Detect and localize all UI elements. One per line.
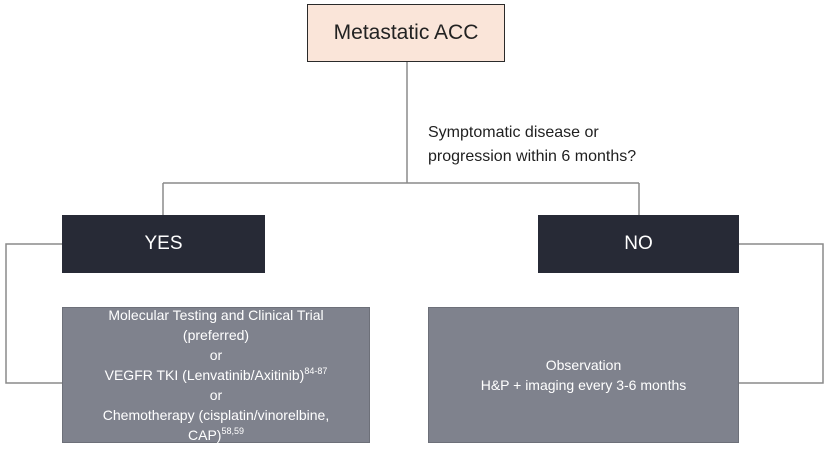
yes-outcome-line-6: Chemotherapy (cisplatin/vinorelbine,	[102, 407, 330, 423]
no-node: NO	[538, 215, 739, 273]
no-outcome-line-2: H&P + imaging every 3-6 months	[480, 377, 687, 393]
no-loop-line	[739, 243, 824, 384]
yes-outcome-line-2: (preferred)	[182, 327, 250, 343]
yes-outcome-line-7-text: CAP)	[188, 427, 222, 443]
yes-outcome-line-1: Molecular Testing and Clinical Trial	[108, 307, 324, 323]
root-node: Metastatic ACC	[307, 4, 505, 62]
yes-outcome-box: Molecular Testing and Clinical Trial (pr…	[62, 307, 370, 443]
yes-outcome-line-3: or	[209, 347, 223, 363]
decision-line-1: Symptomatic disease or	[428, 124, 599, 141]
yes-outcome-line-4-ref: 84-87	[304, 366, 328, 376]
decision-line-2: progression within 6 months?	[428, 148, 637, 165]
no-label: NO	[624, 233, 653, 254]
yes-node: YES	[62, 215, 265, 273]
yes-loop-line	[5, 243, 62, 384]
yes-label: YES	[144, 233, 183, 254]
no-outcome-box: Observation H&P + imaging every 3-6 mont…	[428, 307, 739, 443]
root-label: Metastatic ACC	[333, 21, 479, 44]
yes-outcome-line-7-ref: 58,59	[221, 426, 244, 436]
no-outcome-line-1: Observation	[545, 357, 622, 373]
yes-outcome-line-5: or	[209, 387, 223, 403]
yes-outcome-line-4-text: VEGFR TKI (Lenvatinib/Axitinib)	[104, 367, 305, 383]
yes-outcome-line-7: CAP)58,59	[188, 425, 244, 445]
yes-outcome-line-4: VEGFR TKI (Lenvatinib/Axitinib)84-87	[105, 365, 328, 385]
decision-question: Symptomatic disease or progression withi…	[428, 121, 688, 169]
